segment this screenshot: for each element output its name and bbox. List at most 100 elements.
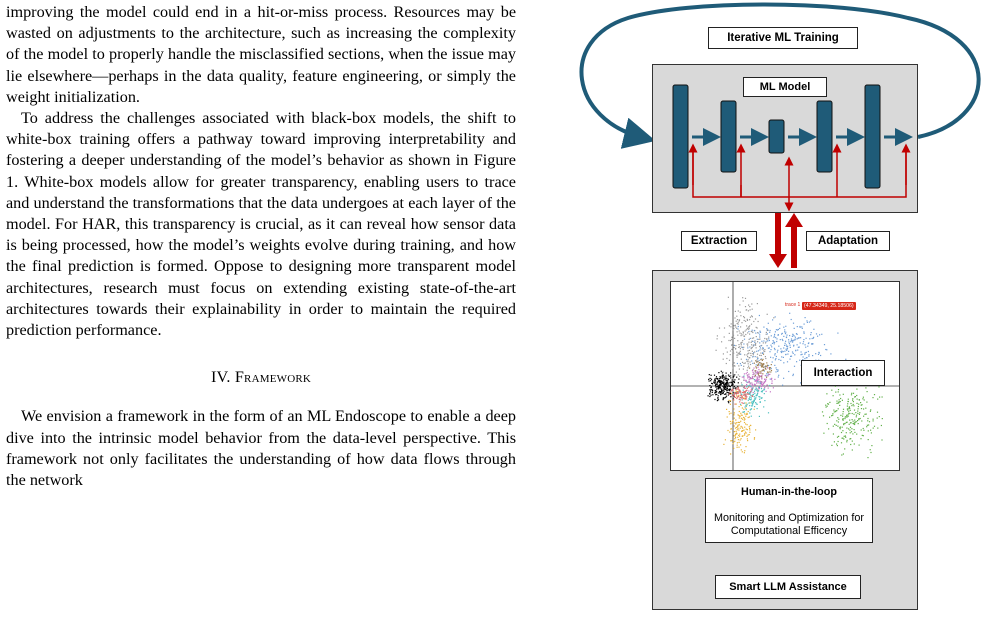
scatter-point bbox=[756, 376, 758, 378]
scatter-point bbox=[735, 388, 737, 390]
scatter-point bbox=[725, 377, 727, 379]
scatter-point bbox=[745, 333, 747, 336]
scatter-point bbox=[733, 346, 735, 349]
scatter-point bbox=[736, 433, 738, 435]
scatter-point bbox=[750, 385, 752, 388]
scatter-point bbox=[761, 385, 764, 387]
scatter-point bbox=[748, 402, 750, 404]
iteration-loop-arrow bbox=[579, 2, 981, 149]
scatter-point bbox=[714, 390, 716, 392]
scatter-point bbox=[796, 338, 798, 340]
scatter-point bbox=[737, 391, 739, 393]
scatter-point bbox=[728, 413, 731, 415]
scatter-point bbox=[729, 403, 731, 405]
scatter-point bbox=[734, 392, 736, 394]
scatter-point bbox=[745, 379, 747, 381]
scatter-point bbox=[717, 385, 719, 387]
scatter-point bbox=[743, 362, 745, 364]
scatter-point bbox=[761, 348, 763, 350]
scatter-point bbox=[850, 394, 853, 396]
scatter-point bbox=[741, 346, 744, 349]
scatter-point bbox=[749, 412, 751, 414]
scatter-point bbox=[751, 385, 753, 387]
scatter-point bbox=[838, 418, 840, 420]
scatter-point bbox=[838, 435, 840, 437]
scatter-point bbox=[720, 377, 722, 379]
scatter-point bbox=[729, 391, 731, 393]
scatter-point bbox=[755, 370, 757, 372]
scatter-point bbox=[821, 333, 823, 335]
scatter-point bbox=[722, 375, 724, 377]
scatter-point bbox=[745, 402, 747, 404]
scatter-point bbox=[759, 380, 762, 382]
scatter-point bbox=[764, 349, 766, 351]
scatter-point bbox=[730, 392, 732, 394]
scatter-point bbox=[719, 380, 721, 382]
scatter-point bbox=[749, 431, 751, 433]
scatter-point bbox=[733, 441, 735, 443]
scatter-point bbox=[823, 344, 826, 346]
scatter-point bbox=[758, 388, 760, 390]
scatter-point bbox=[759, 347, 761, 349]
scatter-point bbox=[773, 336, 775, 338]
scatter-point bbox=[782, 384, 784, 386]
scatter-point bbox=[812, 355, 814, 357]
scatter-point bbox=[793, 335, 795, 337]
scatter-point bbox=[873, 425, 876, 427]
scatter-point bbox=[755, 403, 757, 405]
scatter-point bbox=[752, 401, 754, 403]
scatter-point bbox=[851, 405, 853, 407]
scatter-point bbox=[735, 371, 737, 373]
scatter-point bbox=[751, 316, 753, 318]
scatter-point bbox=[750, 415, 752, 417]
scatter-point bbox=[749, 427, 751, 429]
trace-tooltip: (47.34349, 25.18506) bbox=[802, 302, 856, 310]
scatter-point bbox=[760, 372, 762, 374]
scatter-point bbox=[758, 372, 760, 374]
scatter-point bbox=[785, 331, 787, 333]
scatter-point bbox=[742, 348, 744, 350]
scatter-point bbox=[850, 438, 852, 440]
scatter-point bbox=[722, 385, 724, 387]
scatter-point bbox=[750, 397, 752, 399]
scatter-point bbox=[799, 359, 801, 361]
scatter-point bbox=[823, 432, 825, 434]
scatter-point bbox=[768, 367, 770, 369]
scatter-point bbox=[752, 387, 754, 389]
scatter-point bbox=[860, 402, 862, 404]
scatter-point bbox=[763, 366, 765, 369]
scatter-point bbox=[768, 339, 770, 342]
scatter-point bbox=[730, 400, 732, 402]
scatter-point bbox=[836, 443, 838, 445]
scatter-point bbox=[726, 416, 728, 418]
scatter-point bbox=[802, 356, 804, 358]
scatter-point bbox=[723, 379, 725, 381]
scatter-point bbox=[750, 352, 752, 354]
human-in-the-loop-box: Human-in-the-loop Monitoring and Optimiz… bbox=[705, 478, 873, 543]
scatter-point bbox=[753, 437, 756, 439]
scatter-point bbox=[759, 380, 761, 383]
scatter-point bbox=[748, 365, 750, 367]
scatter-point bbox=[774, 331, 776, 333]
scatter-point bbox=[805, 351, 807, 353]
scatter-point bbox=[740, 353, 742, 355]
scatter-point bbox=[759, 331, 762, 333]
scatter-point bbox=[764, 380, 767, 382]
scatter-point bbox=[738, 394, 740, 396]
scatter-point bbox=[785, 344, 787, 346]
scatter-point bbox=[749, 333, 751, 335]
scatter-point bbox=[837, 332, 839, 334]
scatter-point bbox=[716, 382, 718, 384]
scatter-point bbox=[748, 393, 750, 395]
scatter-point bbox=[736, 397, 738, 400]
scatter-point bbox=[840, 414, 842, 416]
scatter-point bbox=[715, 384, 717, 386]
scatter-point bbox=[743, 375, 745, 377]
scatter-point bbox=[852, 422, 854, 425]
scatter-point bbox=[738, 410, 740, 413]
scatter-point bbox=[841, 437, 843, 439]
scatter-point bbox=[749, 363, 752, 366]
scatter-point bbox=[862, 435, 864, 437]
scatter-point bbox=[858, 413, 860, 415]
scatter-point bbox=[768, 338, 770, 340]
